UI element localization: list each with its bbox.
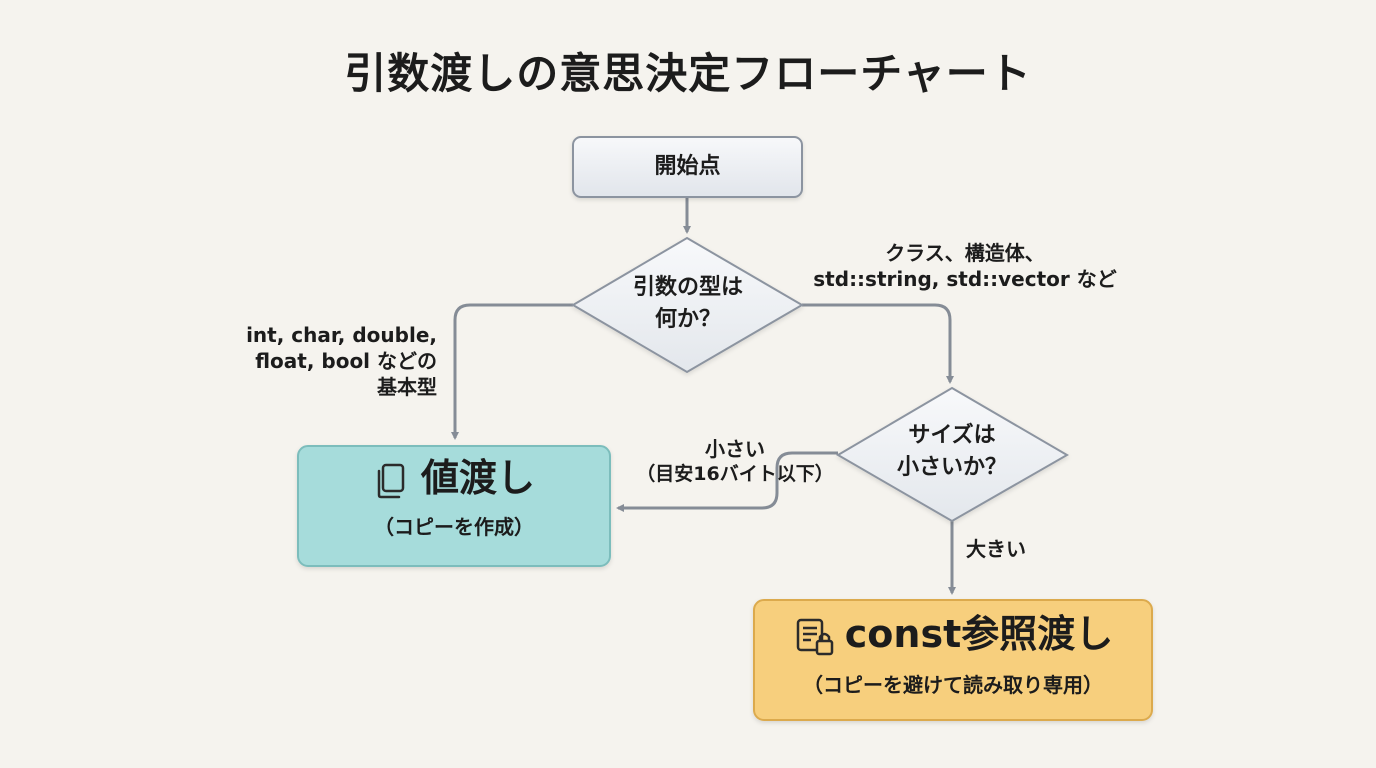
- decision-type-label: 引数の型は 何か？: [588, 272, 788, 336]
- start-node: [572, 136, 803, 198]
- class-types-line-1: クラス、構造体、: [885, 241, 1045, 265]
- start-label: 開始点: [654, 154, 721, 179]
- decision-type-node: [571, 236, 804, 374]
- small-line-2: （目安16バイト以下）: [636, 463, 834, 485]
- pass-by-value-main: 値渡し: [420, 456, 535, 500]
- decision-size-line-2: 小さいか？: [896, 454, 1007, 480]
- copy-icon: [377, 463, 405, 498]
- edge-label-class-types: クラス、構造体、 std::string, std::vector など: [800, 240, 1130, 292]
- basic-types-line-2: float, bool などの: [255, 349, 437, 373]
- class-types-line-2: std::string, std::vector など: [813, 267, 1117, 291]
- edge-size-to-value: [616, 451, 838, 512]
- const-ref-sub: （コピーを避けて読み取り専用）: [803, 672, 1103, 697]
- document-lock-icon: [796, 618, 834, 655]
- edge-type-to-value: [451, 303, 573, 440]
- decision-size-label: サイズは 小さいか？: [852, 420, 1052, 484]
- decision-type-line-2: 何か？: [654, 306, 721, 332]
- edge-type-to-size: [802, 303, 954, 384]
- edge-label-large: 大きい: [966, 537, 1026, 561]
- decision-size-node: [836, 386, 1069, 523]
- basic-types-line-3: 基本型: [377, 375, 437, 399]
- small-line-1: 小さい: [705, 437, 765, 461]
- edge-label-small: 小さい （目安16バイト以下）: [630, 436, 840, 487]
- page-title: 引数渡しの意思決定フローチャート: [344, 49, 1032, 98]
- basic-types-line-1: int, char, double,: [246, 323, 437, 347]
- decision-type-line-1: 引数の型は: [632, 275, 743, 300]
- pass-by-value-text: 値渡し （コピーを作成）: [298, 456, 610, 540]
- edge-label-basic-types: int, char, double, float, bool などの 基本型: [246, 322, 437, 400]
- const-ref-main: const参照渡し: [844, 612, 1114, 656]
- const-ref-text: const参照渡し （コピーを避けて読み取り専用）: [754, 612, 1152, 698]
- const-ref-node: [753, 599, 1153, 721]
- pass-by-value-sub: （コピーを作成）: [374, 514, 534, 539]
- decision-size-line-1: サイズは: [908, 423, 996, 448]
- pass-by-value-node: [297, 445, 611, 567]
